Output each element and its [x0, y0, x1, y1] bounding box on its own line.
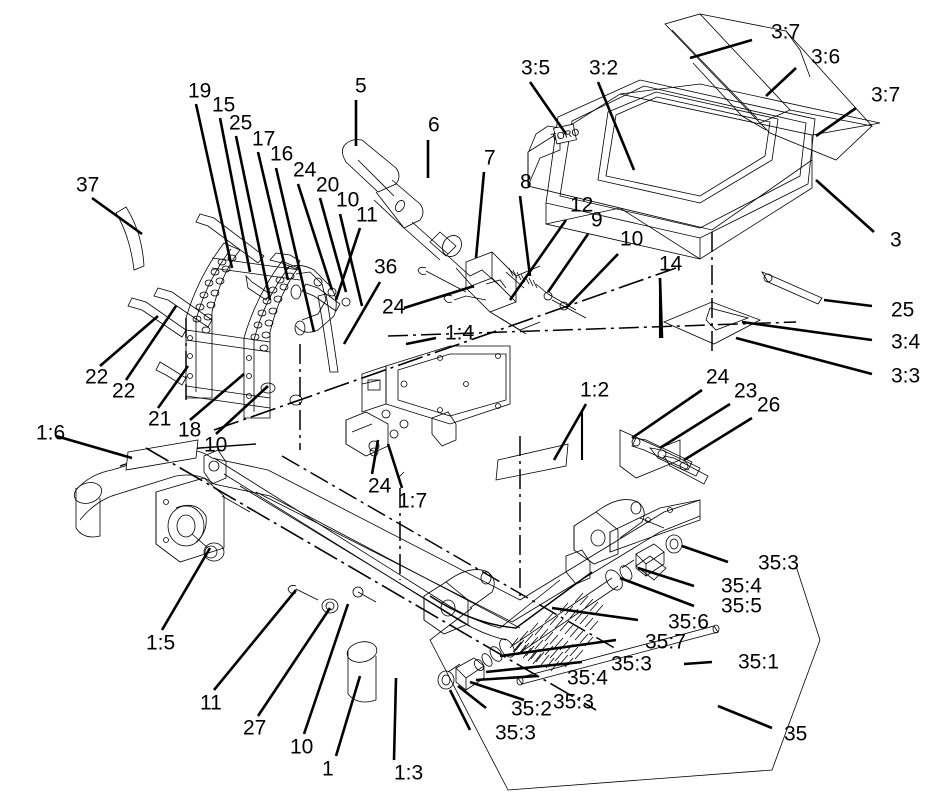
mount-pad-3-3 [662, 301, 761, 345]
callout-5: 5 [355, 75, 367, 98]
callout-26: 26 [757, 394, 780, 417]
callout-10b: 10 [620, 228, 643, 251]
callout-35-5: 35:5 [721, 595, 762, 618]
callout-23: 23 [734, 380, 757, 403]
callout-11a: 11 [356, 204, 378, 227]
callout-35-7: 35:7 [645, 631, 686, 654]
leader-lines [55, 38, 875, 761]
callout-37: 37 [76, 174, 99, 197]
callout-8: 8 [520, 171, 532, 194]
callout-21: 21 [148, 408, 171, 431]
mount-plate-assembly [345, 345, 511, 457]
decal-1-6 [125, 439, 199, 471]
callout-22a: 22 [85, 366, 108, 389]
callout-24c: 24 [368, 475, 392, 498]
callout-12: 12 [570, 194, 593, 217]
control-lever-assembly [342, 139, 587, 335]
callout-3-7b: 3:7 [871, 84, 900, 107]
callout-3-6: 3:6 [811, 46, 840, 69]
callout-35-3a: 35:3 [758, 552, 799, 575]
callout-22b: 22 [112, 380, 135, 403]
callout-3-5: 3:5 [521, 57, 550, 80]
callout-10a: 10 [336, 189, 359, 212]
callout-20: 20 [316, 174, 339, 197]
callout-3: 3 [890, 229, 902, 252]
callout-7: 7 [484, 147, 496, 170]
callout-1-5: 1:5 [146, 632, 175, 655]
callout-35-1: 35:1 [738, 651, 779, 674]
callout-15: 15 [212, 94, 235, 117]
part-37-strip [115, 206, 145, 271]
left-bracket-assembly [127, 213, 351, 419]
callout-1-7: 1:7 [398, 490, 427, 513]
centerlines [145, 232, 797, 711]
callout-1-4: 1:4 [445, 322, 475, 345]
main-frame [73, 411, 709, 703]
callout-18: 18 [178, 419, 201, 442]
callout-3-3: 3:3 [891, 365, 920, 388]
callout-24b: 24 [382, 296, 406, 319]
callout-17: 17 [252, 128, 275, 151]
callout-3-4: 3:4 [891, 331, 921, 354]
callout-labels: 37 19 15 25 17 16 24 20 10 11 5 6 7 8 12… [36, 21, 921, 785]
callout-35-3d: 35:3 [495, 722, 536, 745]
callout-19: 19 [188, 80, 211, 103]
callout-25a: 25 [229, 112, 252, 135]
callout-35-3b: 35:3 [611, 653, 652, 676]
callout-1-3: 1:3 [394, 762, 423, 785]
callout-14: 14 [659, 253, 683, 276]
callout-1-6: 1:6 [36, 422, 65, 445]
callout-3-2: 3:2 [589, 57, 618, 80]
callout-35: 35 [784, 723, 807, 746]
callout-3-7a: 3:7 [771, 21, 800, 44]
callout-36: 36 [374, 256, 397, 279]
callout-24a: 24 [293, 159, 317, 182]
callout-25b: 25 [891, 299, 914, 322]
callout-16: 16 [270, 143, 293, 166]
callout-6: 6 [428, 114, 440, 137]
callout-27: 27 [243, 717, 266, 740]
callout-9: 9 [591, 209, 603, 232]
callout-35-4b: 35:4 [567, 667, 608, 690]
callout-10c: 10 [204, 434, 227, 457]
callout-24d: 24 [706, 366, 730, 389]
screw-25 [761, 271, 823, 305]
callout-1: 1 [322, 758, 334, 781]
callout-35-6: 35:6 [668, 611, 709, 634]
callout-35-2: 35:2 [511, 698, 552, 721]
callout-10d: 10 [290, 736, 313, 759]
callout-1-2: 1:2 [580, 379, 609, 402]
decal-1-2 [495, 443, 569, 481]
callout-11b: 11 [200, 692, 222, 715]
callout-35-4a: 35:4 [721, 575, 762, 598]
callout-35-3c: 35:3 [553, 691, 594, 714]
